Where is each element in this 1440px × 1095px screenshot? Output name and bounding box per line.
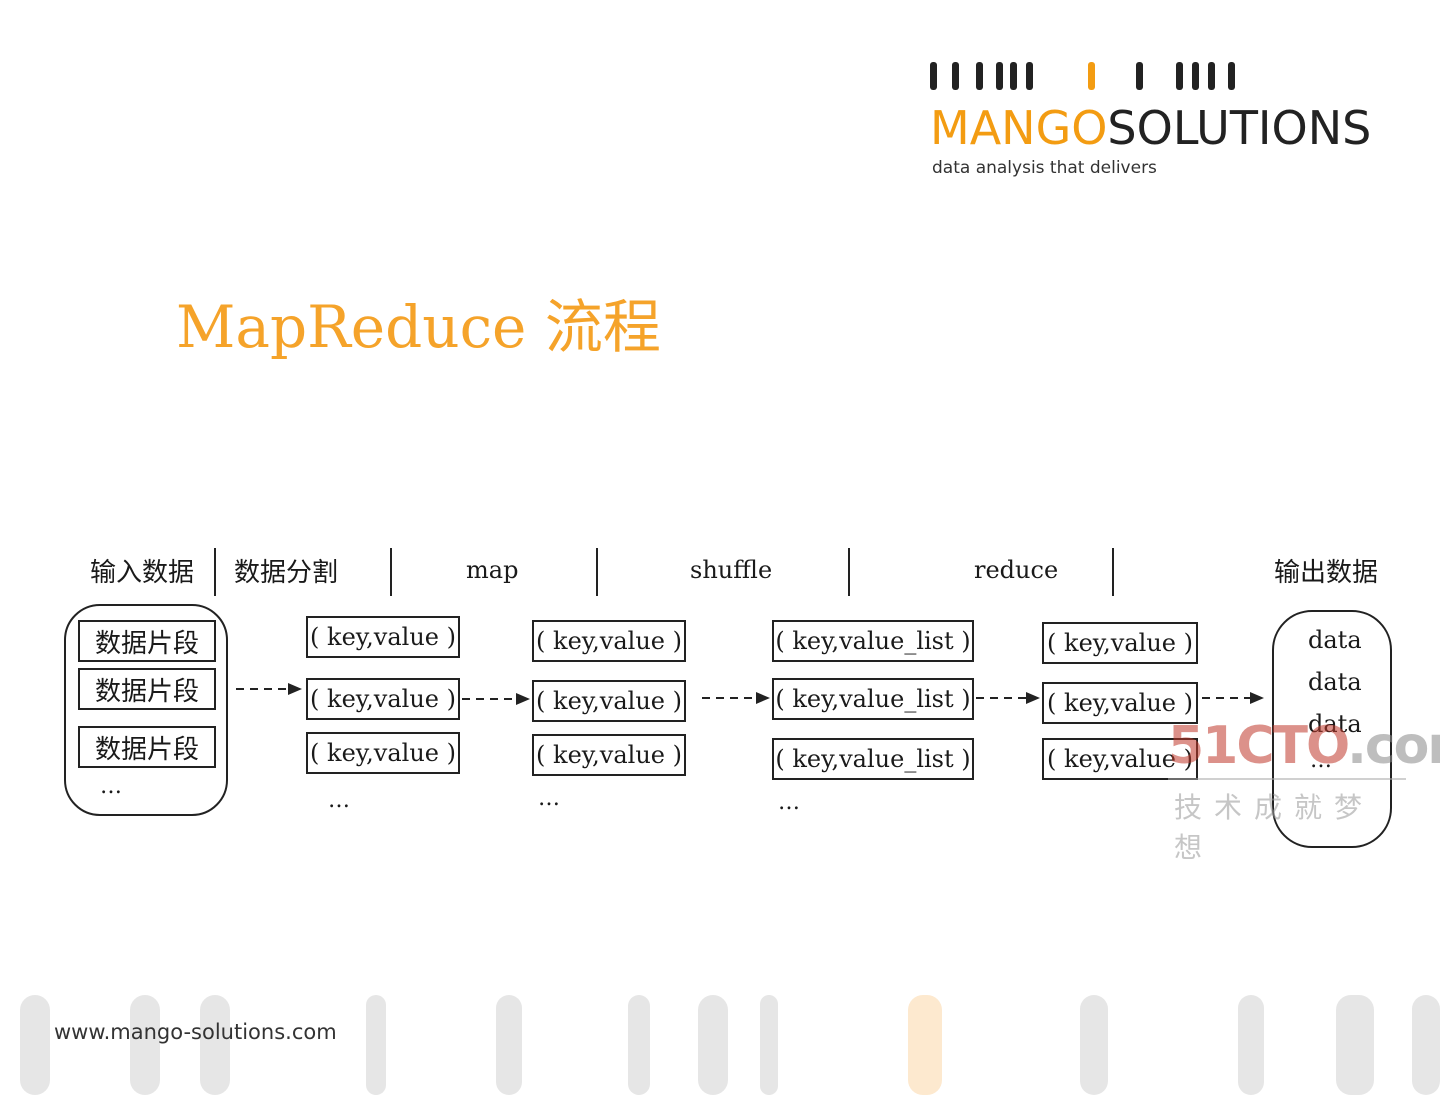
input-fragment-box: 数据片段 (78, 668, 216, 710)
header-shuffle: shuffle (690, 556, 773, 584)
reduce-kv-box: ( key,value ) (1042, 682, 1198, 724)
reduce-kv-box: ( key,value ) (1042, 622, 1198, 664)
shuffle-kv-list-box: ( key,value_list ) (772, 620, 974, 662)
header-separator (214, 548, 216, 596)
header-map: map (466, 556, 519, 584)
reduce-kv-box: ( key,value ) (1042, 738, 1198, 780)
output-data-group (1272, 610, 1392, 848)
map-kv-box: ( key,value ) (532, 680, 686, 722)
logo-wordmark: MANGOSOLUTIONS (930, 102, 1371, 154)
logo-bars-graphic (930, 62, 1250, 92)
header-reduce: reduce (974, 556, 1059, 584)
shuffle-kv-list-box: ( key,value_list ) (772, 678, 974, 720)
dashed-arrow-icon (702, 692, 770, 704)
input-fragment-box: 数据片段 (78, 726, 216, 768)
input-more-ellipsis: … (100, 774, 124, 799)
output-data-item: data (1308, 668, 1362, 696)
header-separator (390, 548, 392, 596)
dashed-arrow-icon (1202, 692, 1264, 704)
map-kv-box: ( key,value ) (532, 734, 686, 776)
shuffle-more-ellipsis: … (778, 790, 802, 815)
mango-solutions-logo: MANGOSOLUTIONS data analysis that delive… (930, 62, 1400, 182)
output-more-ellipsis: … (1310, 748, 1334, 773)
slide-title: MapReduce 流程 (176, 293, 661, 361)
split-kv-box: ( key,value ) (306, 678, 460, 720)
output-data-item: data (1308, 626, 1362, 654)
header-separator (1112, 548, 1114, 596)
split-kv-box: ( key,value ) (306, 732, 460, 774)
output-data-item: data (1308, 710, 1362, 738)
map-more-ellipsis: … (538, 786, 562, 811)
header-separator (596, 548, 598, 596)
input-fragment-box: 数据片段 (78, 620, 216, 662)
dashed-arrow-icon (462, 693, 530, 705)
logo-word-rest: SOLUTIONS (1107, 101, 1372, 155)
header-separator (848, 548, 850, 596)
split-kv-box: ( key,value ) (306, 616, 460, 658)
header-split: 数据分割 (234, 558, 339, 588)
split-more-ellipsis: … (328, 788, 352, 813)
footer-url: www.mango-solutions.com (54, 1020, 337, 1044)
shuffle-kv-list-box: ( key,value_list ) (772, 738, 974, 780)
dashed-arrow-icon (236, 683, 302, 695)
dashed-arrow-icon (976, 692, 1040, 704)
logo-word-accent: MANGO (930, 101, 1108, 155)
header-input: 输入数据 (90, 558, 195, 588)
logo-tagline: data analysis that delivers (932, 158, 1157, 178)
map-kv-box: ( key,value ) (532, 620, 686, 662)
mapreduce-flow-diagram: 输入数据 数据分割 map shuffle reduce 输出数据 数据片段 数… (0, 530, 1440, 850)
header-output: 输出数据 (1274, 558, 1379, 588)
